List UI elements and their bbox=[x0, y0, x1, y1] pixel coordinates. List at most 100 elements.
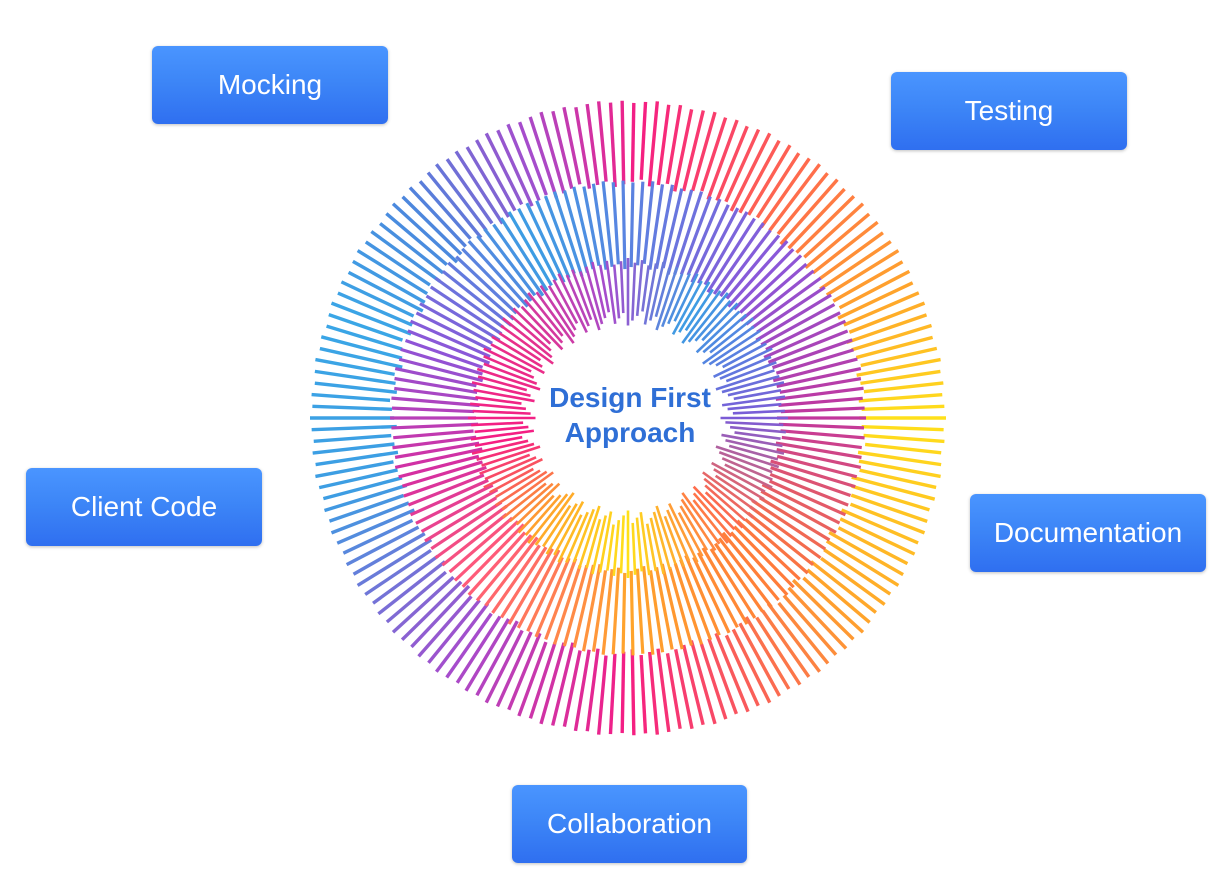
middle-ray bbox=[562, 190, 589, 273]
inner-ray bbox=[679, 505, 709, 551]
inner-ray bbox=[539, 285, 576, 338]
inner-ray bbox=[643, 263, 658, 325]
middle-ray bbox=[409, 478, 489, 517]
inner-ray bbox=[667, 273, 691, 325]
outer-ray bbox=[408, 186, 467, 248]
outer-ray bbox=[837, 526, 909, 566]
outer-ray bbox=[851, 484, 930, 512]
inner-ray bbox=[715, 337, 761, 367]
inner-ray bbox=[715, 369, 775, 391]
testing-button[interactable]: Testing bbox=[891, 72, 1127, 150]
inner-ray bbox=[476, 367, 541, 391]
inner-ray bbox=[725, 438, 785, 455]
outer-ray bbox=[861, 424, 944, 432]
inner-ray bbox=[724, 463, 773, 489]
middle-ray bbox=[430, 500, 503, 551]
outer-ray bbox=[312, 442, 395, 455]
inner-ray bbox=[709, 317, 754, 354]
outer-ray bbox=[691, 111, 717, 192]
middle-ray bbox=[661, 188, 684, 269]
middle-ray bbox=[761, 483, 841, 525]
outer-ray bbox=[562, 650, 582, 727]
middle-ray bbox=[719, 229, 772, 298]
inner-ray bbox=[473, 388, 535, 403]
middle-ray bbox=[776, 366, 862, 388]
middle-ray bbox=[391, 406, 475, 414]
middle-ray bbox=[780, 429, 865, 440]
outer-ray bbox=[851, 323, 933, 352]
middle-ray bbox=[679, 196, 712, 276]
outer-ray bbox=[356, 249, 429, 296]
inner-ray bbox=[678, 281, 711, 333]
middle-ray bbox=[499, 217, 549, 292]
middle-ray bbox=[475, 534, 533, 602]
documentation-button[interactable]: Documentation bbox=[970, 494, 1206, 572]
middle-ray bbox=[582, 186, 601, 267]
inner-ray bbox=[733, 388, 782, 401]
outer-ray bbox=[400, 580, 463, 641]
outer-ray bbox=[484, 629, 524, 704]
middle-ray bbox=[425, 294, 501, 342]
client-code-button[interactable]: Client Code bbox=[26, 468, 262, 546]
outer-ray bbox=[496, 129, 534, 207]
middle-ray bbox=[772, 357, 858, 383]
middle-ray bbox=[714, 542, 764, 613]
inner-ray bbox=[635, 260, 644, 317]
inner-ray bbox=[619, 261, 625, 314]
inner-ray bbox=[702, 325, 755, 365]
inner-ray bbox=[471, 421, 524, 427]
middle-ray bbox=[686, 198, 722, 276]
outer-ray bbox=[863, 433, 945, 444]
middle-ray bbox=[739, 254, 803, 314]
middle-ray bbox=[392, 435, 477, 450]
inner-ray bbox=[687, 292, 729, 343]
inner-ray bbox=[692, 492, 733, 538]
mocking-button[interactable]: Mocking bbox=[152, 46, 388, 124]
outer-ray bbox=[528, 642, 557, 719]
inner-ray bbox=[495, 470, 548, 507]
outer-ray bbox=[314, 369, 396, 386]
collaboration-button[interactable]: Collaboration bbox=[512, 785, 747, 863]
middle-ray bbox=[706, 217, 756, 294]
outer-ray bbox=[819, 231, 884, 280]
inner-ray bbox=[502, 482, 547, 519]
inner-ray bbox=[510, 314, 552, 352]
outer-ray bbox=[839, 517, 916, 556]
middle-ray bbox=[394, 366, 477, 388]
outer-ray bbox=[336, 508, 416, 545]
inner-ray bbox=[481, 445, 541, 467]
middle-ray bbox=[749, 505, 822, 560]
inner-ray bbox=[702, 471, 756, 512]
middle-ray bbox=[768, 479, 847, 517]
outer-ray bbox=[573, 649, 591, 732]
middle-ray bbox=[591, 183, 608, 270]
middle-ray bbox=[769, 472, 849, 507]
middle-ray bbox=[771, 338, 853, 370]
inner-ray bbox=[666, 509, 691, 562]
outer-ray bbox=[445, 612, 493, 679]
outer-ray bbox=[585, 648, 600, 732]
outer-ray bbox=[825, 539, 900, 587]
outer-ray bbox=[861, 404, 945, 412]
inner-ray bbox=[579, 271, 601, 331]
outer-ray bbox=[647, 651, 660, 735]
center-title: Design First Approach bbox=[505, 380, 755, 450]
middle-ray bbox=[629, 570, 635, 656]
outer-ray bbox=[738, 622, 781, 697]
outer-ray bbox=[342, 518, 414, 555]
outer-ray bbox=[454, 150, 504, 225]
outer-ray bbox=[435, 602, 490, 673]
outer-ray bbox=[377, 560, 447, 616]
outer-ray bbox=[427, 599, 481, 664]
middle-ray bbox=[398, 357, 484, 383]
middle-ray bbox=[745, 269, 815, 326]
middle-ray bbox=[581, 564, 602, 652]
outer-ray bbox=[528, 116, 559, 199]
inner-ray bbox=[572, 508, 595, 563]
outer-ray bbox=[843, 291, 920, 327]
inner-ray bbox=[598, 264, 611, 313]
inner-ray bbox=[527, 493, 569, 544]
outer-ray bbox=[699, 643, 728, 720]
outer-ray bbox=[426, 171, 483, 239]
middle-ray bbox=[562, 564, 589, 647]
